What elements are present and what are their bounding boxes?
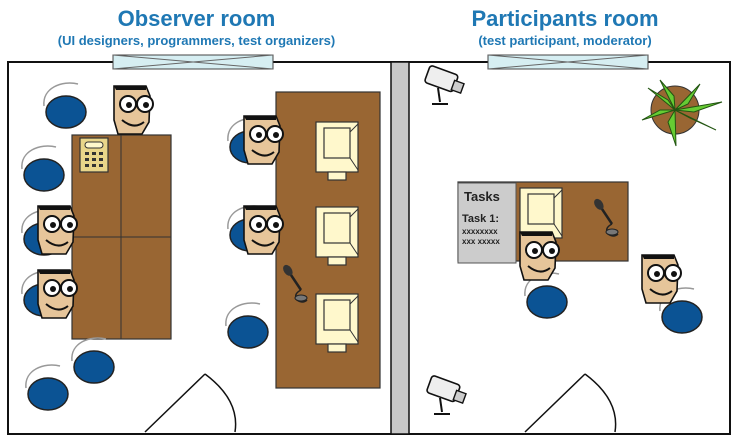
participants-room-heading: Participants room: [471, 6, 659, 31]
monitor-icon: [315, 293, 359, 353]
task-line: xxxxxxxx: [462, 227, 498, 236]
partition-wall: [390, 61, 410, 435]
telephone-icon: [79, 137, 109, 173]
camera-icon: [423, 64, 466, 105]
observer-person: [113, 85, 154, 135]
chair: [225, 302, 269, 349]
plant-icon: [641, 79, 723, 147]
participants-room-title: Participants room (test participant, mod…: [393, 6, 737, 49]
outer-wall: [7, 61, 731, 435]
chair: [21, 145, 65, 192]
observer-door: [144, 373, 237, 433]
task-item: Task 1:: [462, 213, 499, 225]
monitor-icon: [315, 121, 359, 181]
observer-person: [37, 269, 78, 319]
monitor-icon: [315, 206, 359, 266]
tasks-sheet: Tasks Task 1: xxxxxxxx xxx xxxxx: [457, 182, 517, 264]
observer-person: [37, 205, 78, 255]
participants-room-subtitle: (test participant, moderator): [478, 33, 652, 48]
chair: [71, 337, 115, 384]
participants-door: [524, 373, 617, 433]
observer-room-title: Observer room (UI designers, programmers…: [0, 6, 393, 49]
observer-room-subtitle: (UI designers, programmers, test organiz…: [57, 33, 336, 48]
tasks-heading: Tasks: [464, 189, 500, 204]
chair: [43, 82, 87, 129]
chair: [25, 364, 69, 411]
task-line: xxx xxxxx: [462, 237, 500, 246]
moderator: [641, 254, 682, 304]
observer-room-heading: Observer room: [117, 6, 276, 31]
camera-icon: [425, 374, 468, 415]
